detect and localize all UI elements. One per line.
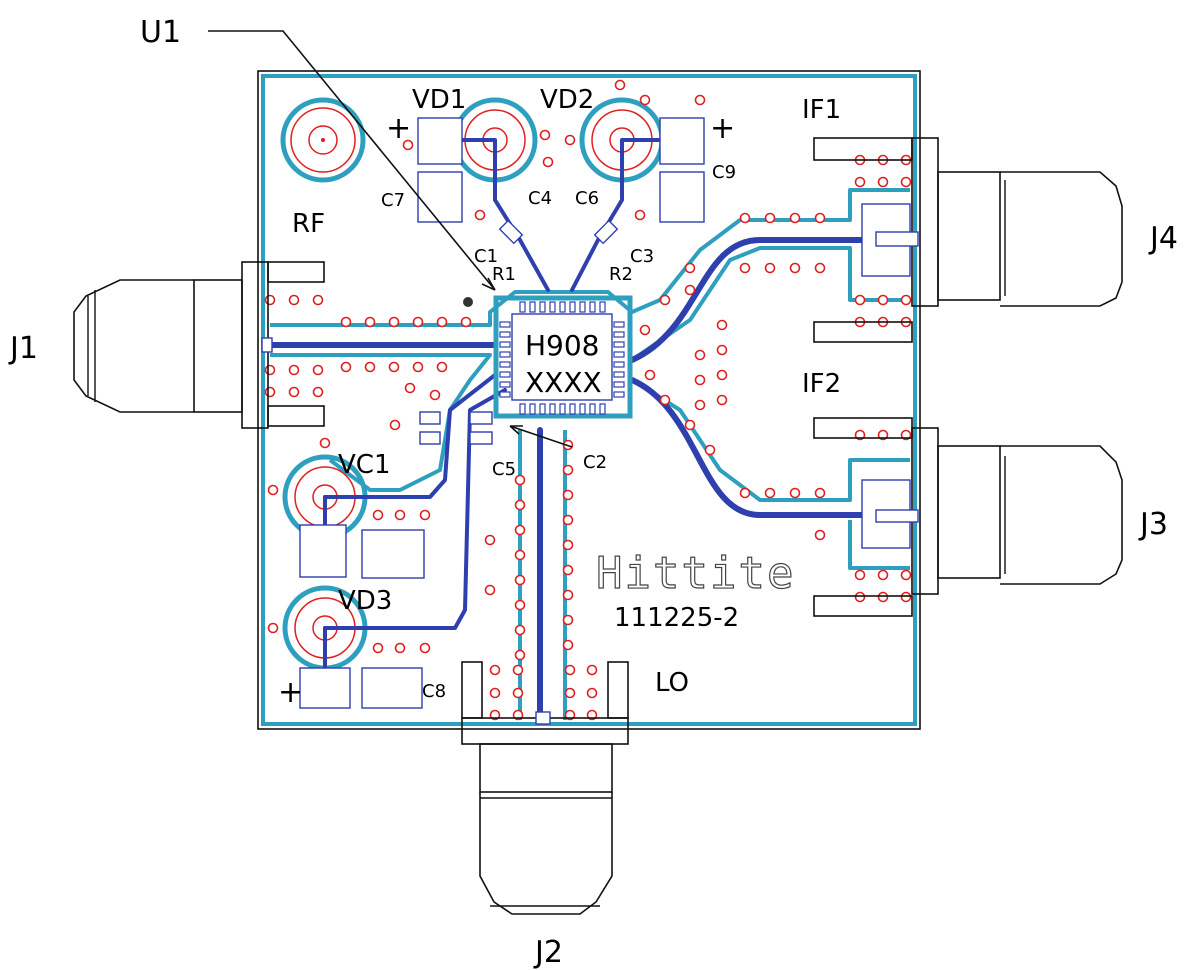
label-j4: J4 xyxy=(1148,221,1178,256)
label-if1: IF1 xyxy=(802,95,841,125)
label-j2: J2 xyxy=(533,935,563,970)
label-rf: RF xyxy=(292,209,325,239)
label-j3: J3 xyxy=(1138,507,1168,542)
label-c3: C3 xyxy=(630,246,654,267)
label-lo: LO xyxy=(655,668,689,698)
chip-marking-line1: H908 xyxy=(525,329,600,362)
label-if2: IF2 xyxy=(802,369,841,399)
label-c8: C8 xyxy=(422,681,446,702)
label-vc1: VC1 xyxy=(338,450,390,480)
label-j1: J1 xyxy=(8,331,38,366)
svg-text:Hittite: Hittite xyxy=(596,548,795,599)
label-c1: C1 xyxy=(474,246,498,267)
rf-traces xyxy=(265,237,915,723)
connector-j3 xyxy=(813,417,1123,617)
label-c2: C2 xyxy=(583,452,607,473)
label-c6: C6 xyxy=(575,188,599,209)
connector-j4 xyxy=(813,137,1123,343)
label-plus-vd2: + xyxy=(710,111,735,146)
chip-marking-line2: XXXX xyxy=(525,366,602,399)
board-number: 111225-2 xyxy=(614,603,739,633)
label-plus-vd1: + xyxy=(386,111,411,146)
label-vd3: VD3 xyxy=(338,586,392,616)
label-plus-vd3: + xyxy=(278,675,303,710)
label-vd1: VD1 xyxy=(412,85,466,115)
hittite-logo: Hittite xyxy=(595,547,795,599)
label-c5: C5 xyxy=(492,459,516,480)
board-outline xyxy=(257,70,921,730)
dc-traces xyxy=(323,138,679,692)
connector-j1 xyxy=(73,261,325,429)
connector-j2 xyxy=(461,661,629,915)
label-r2: R2 xyxy=(609,264,633,285)
rf-pad xyxy=(280,97,366,183)
label-u1: U1 xyxy=(140,15,181,50)
leader-lines xyxy=(208,30,573,448)
chip-u1 xyxy=(463,295,633,419)
label-c7: C7 xyxy=(381,190,405,211)
label-r1: R1 xyxy=(492,264,516,285)
label-c9: C9 xyxy=(712,162,736,183)
dc-components xyxy=(299,117,705,709)
label-c4: C4 xyxy=(528,188,552,209)
label-vd2: VD2 xyxy=(540,85,594,115)
